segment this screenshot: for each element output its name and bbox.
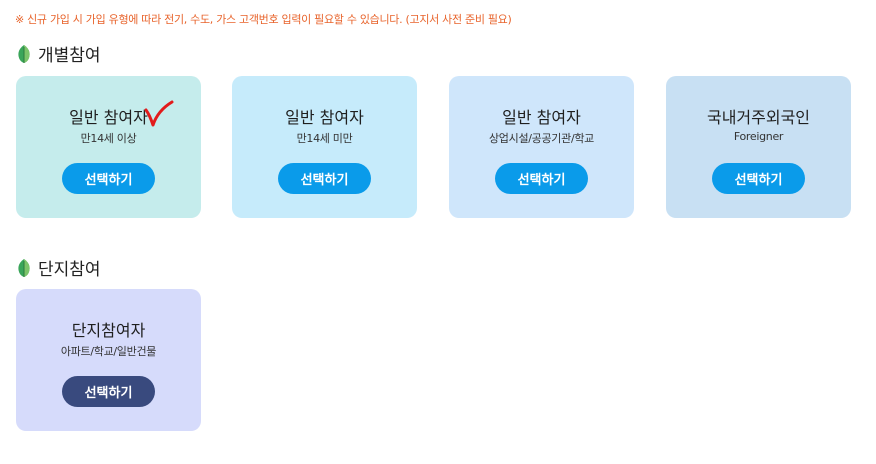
card-title: 단지참여자 bbox=[71, 321, 146, 340]
card-title: 국내거주외국인 bbox=[706, 108, 811, 127]
notice-text: ※ 신규 가입 시 가입 유형에 따라 전기, 수도, 가스 고객번호 입력이 … bbox=[15, 13, 512, 26]
card-description: 만14세 이상 bbox=[80, 132, 137, 145]
section-title-individual: 개별참여 bbox=[16, 41, 101, 66]
leaf-icon bbox=[18, 258, 30, 277]
red-checkmark-annotation bbox=[144, 100, 174, 127]
leaf-icon bbox=[18, 44, 30, 63]
card-foreigner: 국내거주외국인 Foreigner 선택하기 bbox=[666, 76, 851, 218]
section-title-label: 단지참여 bbox=[38, 260, 101, 280]
card-title: 일반 참여자 bbox=[69, 108, 148, 127]
card-complex: 단지참여자 아파트/학교/일반건물 선택하기 bbox=[16, 289, 201, 431]
select-button[interactable]: 선택하기 bbox=[278, 163, 371, 194]
card-description: 상업시설/공공기관/학교 bbox=[488, 132, 594, 145]
card-description: 만14세 미만 bbox=[296, 132, 353, 145]
section-title-complex: 단지참여 bbox=[16, 255, 101, 280]
card-description: Foreigner bbox=[733, 130, 784, 143]
card-general-under14: 일반 참여자 만14세 미만 선택하기 bbox=[232, 76, 417, 218]
card-title: 일반 참여자 bbox=[502, 108, 581, 127]
select-button[interactable]: 선택하기 bbox=[495, 163, 588, 194]
card-general-over14: 일반 참여자 만14세 이상 선택하기 bbox=[16, 76, 201, 218]
card-description: 아파트/학교/일반건물 bbox=[60, 345, 157, 358]
select-button[interactable]: 선택하기 bbox=[62, 376, 155, 407]
select-button[interactable]: 선택하기 bbox=[712, 163, 805, 194]
select-button[interactable]: 선택하기 bbox=[62, 163, 155, 194]
section-title-label: 개별참여 bbox=[38, 46, 101, 66]
card-general-facility: 일반 참여자 상업시설/공공기관/학교 선택하기 bbox=[449, 76, 634, 218]
card-title: 일반 참여자 bbox=[285, 108, 364, 127]
